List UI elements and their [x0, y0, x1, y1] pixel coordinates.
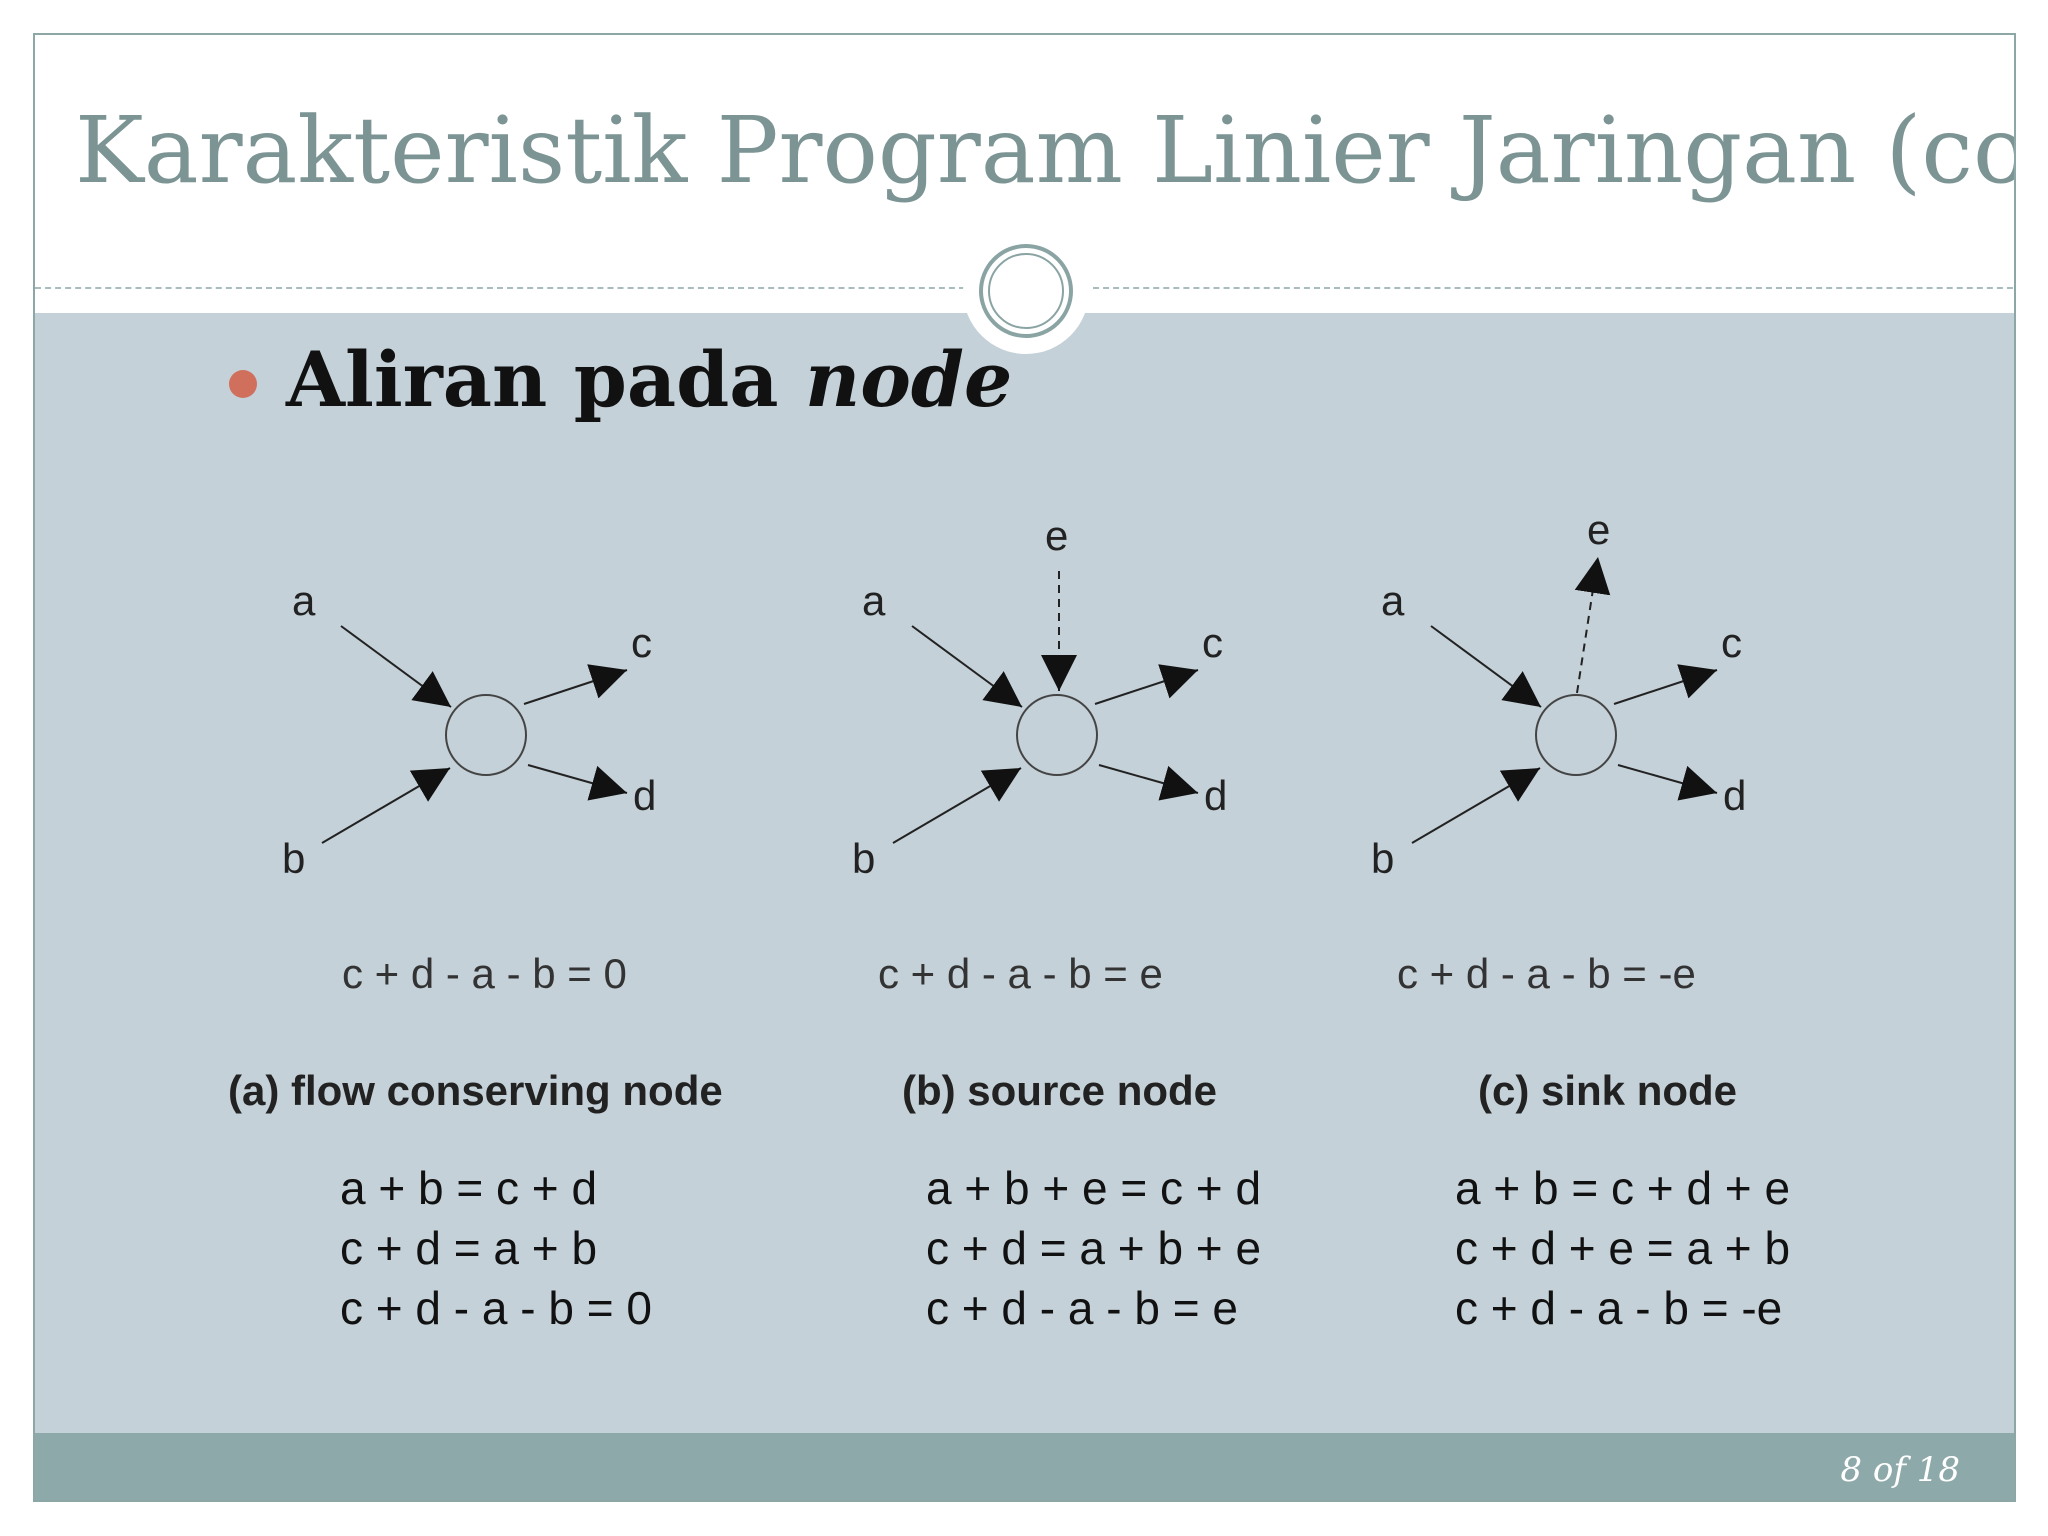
- edge-c: [1613, 664, 1718, 705]
- edge-b: [1411, 767, 1541, 844]
- caption-sink-node: (c) sink node: [1478, 1067, 1738, 1114]
- label-c: c: [1202, 619, 1223, 666]
- label-d: d: [1723, 772, 1746, 819]
- diagram-sink-node: a b c d e c + d - a - b = -e: [1371, 506, 1746, 997]
- equation-line: c + d - a - b = -e: [1455, 1282, 1783, 1334]
- node-circle: [445, 694, 527, 776]
- label-d: d: [633, 772, 656, 819]
- bullet-heading-emphasis: node: [804, 335, 1013, 424]
- label-a: a: [862, 577, 886, 624]
- equations-source-node: a + b + e = c + d c + d = a + b + e c + …: [926, 1158, 1261, 1338]
- caption-source-node: (b) source node: [902, 1067, 1218, 1114]
- equations-sink-node: a + b = c + d + e c + d + e = a + b c + …: [1455, 1158, 1790, 1338]
- divider-right: [1093, 287, 2014, 289]
- equation-line: a + b + e = c + d: [926, 1162, 1262, 1214]
- edge-a: [1430, 625, 1542, 708]
- slide-title: Karakteristik Program Linier Jaringan (c…: [75, 97, 2014, 204]
- equation-line: c + d = a + b: [340, 1222, 598, 1274]
- edge-d: [1617, 764, 1718, 801]
- edge-a: [340, 625, 452, 708]
- diagram-flow-conserving: a b c d c + d - a - b = 0: [282, 577, 656, 997]
- edge-d: [1098, 764, 1199, 801]
- slide: Karakteristik Program Linier Jaringan (c…: [33, 33, 2016, 1502]
- edge-a: [911, 625, 1023, 708]
- divider-ring-icon: [979, 244, 1073, 338]
- edge-b: [321, 767, 451, 844]
- edge-d: [527, 764, 628, 801]
- bullet-dot-icon: [229, 370, 257, 398]
- content-background: [35, 313, 2014, 1433]
- bullet-heading-text: Aliran pada: [286, 335, 805, 424]
- equation-line: c + d - a - b = 0: [340, 1282, 652, 1334]
- equation-line: c + d - a - b = e: [926, 1282, 1238, 1334]
- label-e: e: [1045, 512, 1068, 559]
- label-e: e: [1587, 506, 1610, 553]
- equations-flow-conserving: a + b = c + d c + d = a + b c + d - a - …: [340, 1158, 652, 1338]
- edge-c: [523, 664, 628, 705]
- node-circle: [1016, 694, 1098, 776]
- page-number: 8 of 18: [1840, 1450, 1960, 1490]
- node-flow-diagrams: a b c d c + d - a - b = 0 a b c d e c + …: [282, 506, 1746, 997]
- label-c: c: [631, 619, 652, 666]
- bullet-heading: Aliran pada node: [286, 335, 1012, 424]
- label-a: a: [1381, 577, 1405, 624]
- label-a: a: [292, 577, 316, 624]
- equation-line: c + d + e = a + b: [1455, 1222, 1791, 1274]
- node-equation: c + d - a - b = 0: [342, 950, 627, 997]
- caption-flow-conserving: (a) flow conserving node: [228, 1067, 723, 1114]
- node-equation: c + d - a - b = -e: [1397, 950, 1696, 997]
- footer-bar: [35, 1433, 2014, 1500]
- label-c: c: [1721, 619, 1742, 666]
- equation-line: a + b = c + d: [340, 1162, 598, 1214]
- node-equation: c + d - a - b = e: [878, 950, 1163, 997]
- equation-line: c + d = a + b + e: [926, 1222, 1262, 1274]
- equation-line: a + b = c + d + e: [1455, 1162, 1791, 1214]
- node-circle: [1535, 694, 1617, 776]
- diagram-source-node: a b c d e c + d - a - b = e: [852, 512, 1227, 997]
- label-b: b: [282, 835, 305, 882]
- label-b: b: [1371, 835, 1394, 882]
- label-d: d: [1204, 772, 1227, 819]
- edge-e: [1574, 556, 1611, 694]
- divider-left: [35, 287, 965, 289]
- label-b: b: [852, 835, 875, 882]
- edge-b: [892, 767, 1022, 844]
- edge-c: [1094, 664, 1199, 705]
